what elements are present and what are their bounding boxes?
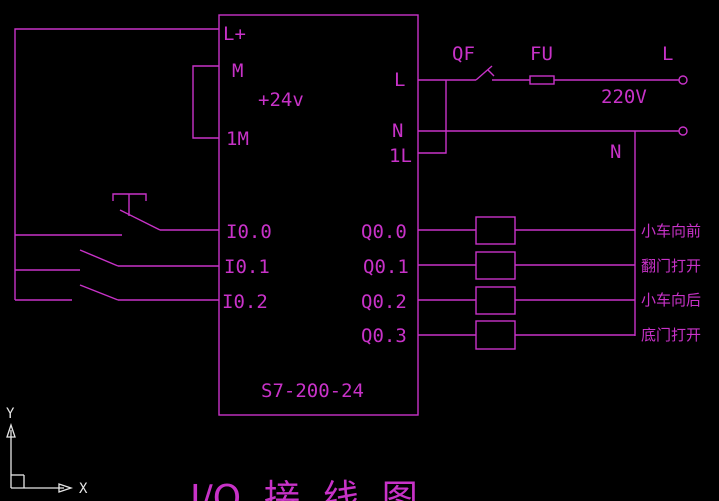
input-label-0: I0.0 [226, 221, 272, 243]
output-label-3: Q0.3 [361, 325, 407, 347]
output-label-2: Q0.2 [361, 291, 407, 313]
ucs-icon [6, 422, 74, 493]
mains-neutral-wire [418, 126, 688, 336]
load-label-3: 底门打开 [641, 326, 701, 344]
output-label-0: Q0.0 [361, 221, 407, 243]
voltage-label: 220V [601, 86, 647, 108]
terminal-n-label: N [392, 120, 403, 142]
output-coil-2 [418, 286, 635, 315]
l-1l-jumper-wire [418, 80, 447, 154]
load-label-0: 小车向前 [641, 222, 701, 240]
ucs-x-label: X [79, 481, 88, 497]
terminal-m-label: M [232, 60, 243, 82]
m-1m-bridge-wire [192, 65, 219, 139]
output-coil-0 [418, 216, 635, 245]
terminal-1m-label: 1M [226, 128, 249, 150]
plc-module [218, 14, 419, 416]
input-switch-2 [15, 284, 219, 301]
plc-model-label: S7-200-24 [261, 380, 364, 402]
fuse-symbol [529, 75, 555, 85]
terminal-l-label: L [394, 69, 405, 91]
output-label-1: Q0.1 [363, 256, 409, 278]
input-switch-1 [15, 249, 219, 271]
line-terminal [678, 75, 688, 85]
breaker-label: QF [452, 43, 475, 65]
terminal-1l-label: 1L [389, 145, 412, 167]
line-label: L [662, 43, 673, 65]
neutral-terminal [678, 126, 688, 136]
terminal-l-plus-label: L+ [223, 23, 246, 45]
ucs-y-label: Y [6, 406, 15, 422]
load-label-2: 小车向后 [641, 291, 701, 309]
output-coil-1 [418, 251, 635, 280]
input-label-1: I0.1 [224, 256, 270, 278]
l-plus-common-wire [14, 28, 219, 300]
fuse-label: FU [530, 43, 553, 65]
input-label-2: I0.2 [222, 291, 268, 313]
neutral-label: N [610, 141, 621, 163]
output-coil-3 [418, 320, 635, 350]
drawing-title: I/O 接 线 图 [190, 478, 418, 501]
load-label-1: 翻门打开 [641, 257, 701, 275]
supply-voltage-label: +24v [258, 89, 304, 111]
mains-line-wire [418, 65, 688, 85]
input-switch-0 [15, 193, 219, 236]
